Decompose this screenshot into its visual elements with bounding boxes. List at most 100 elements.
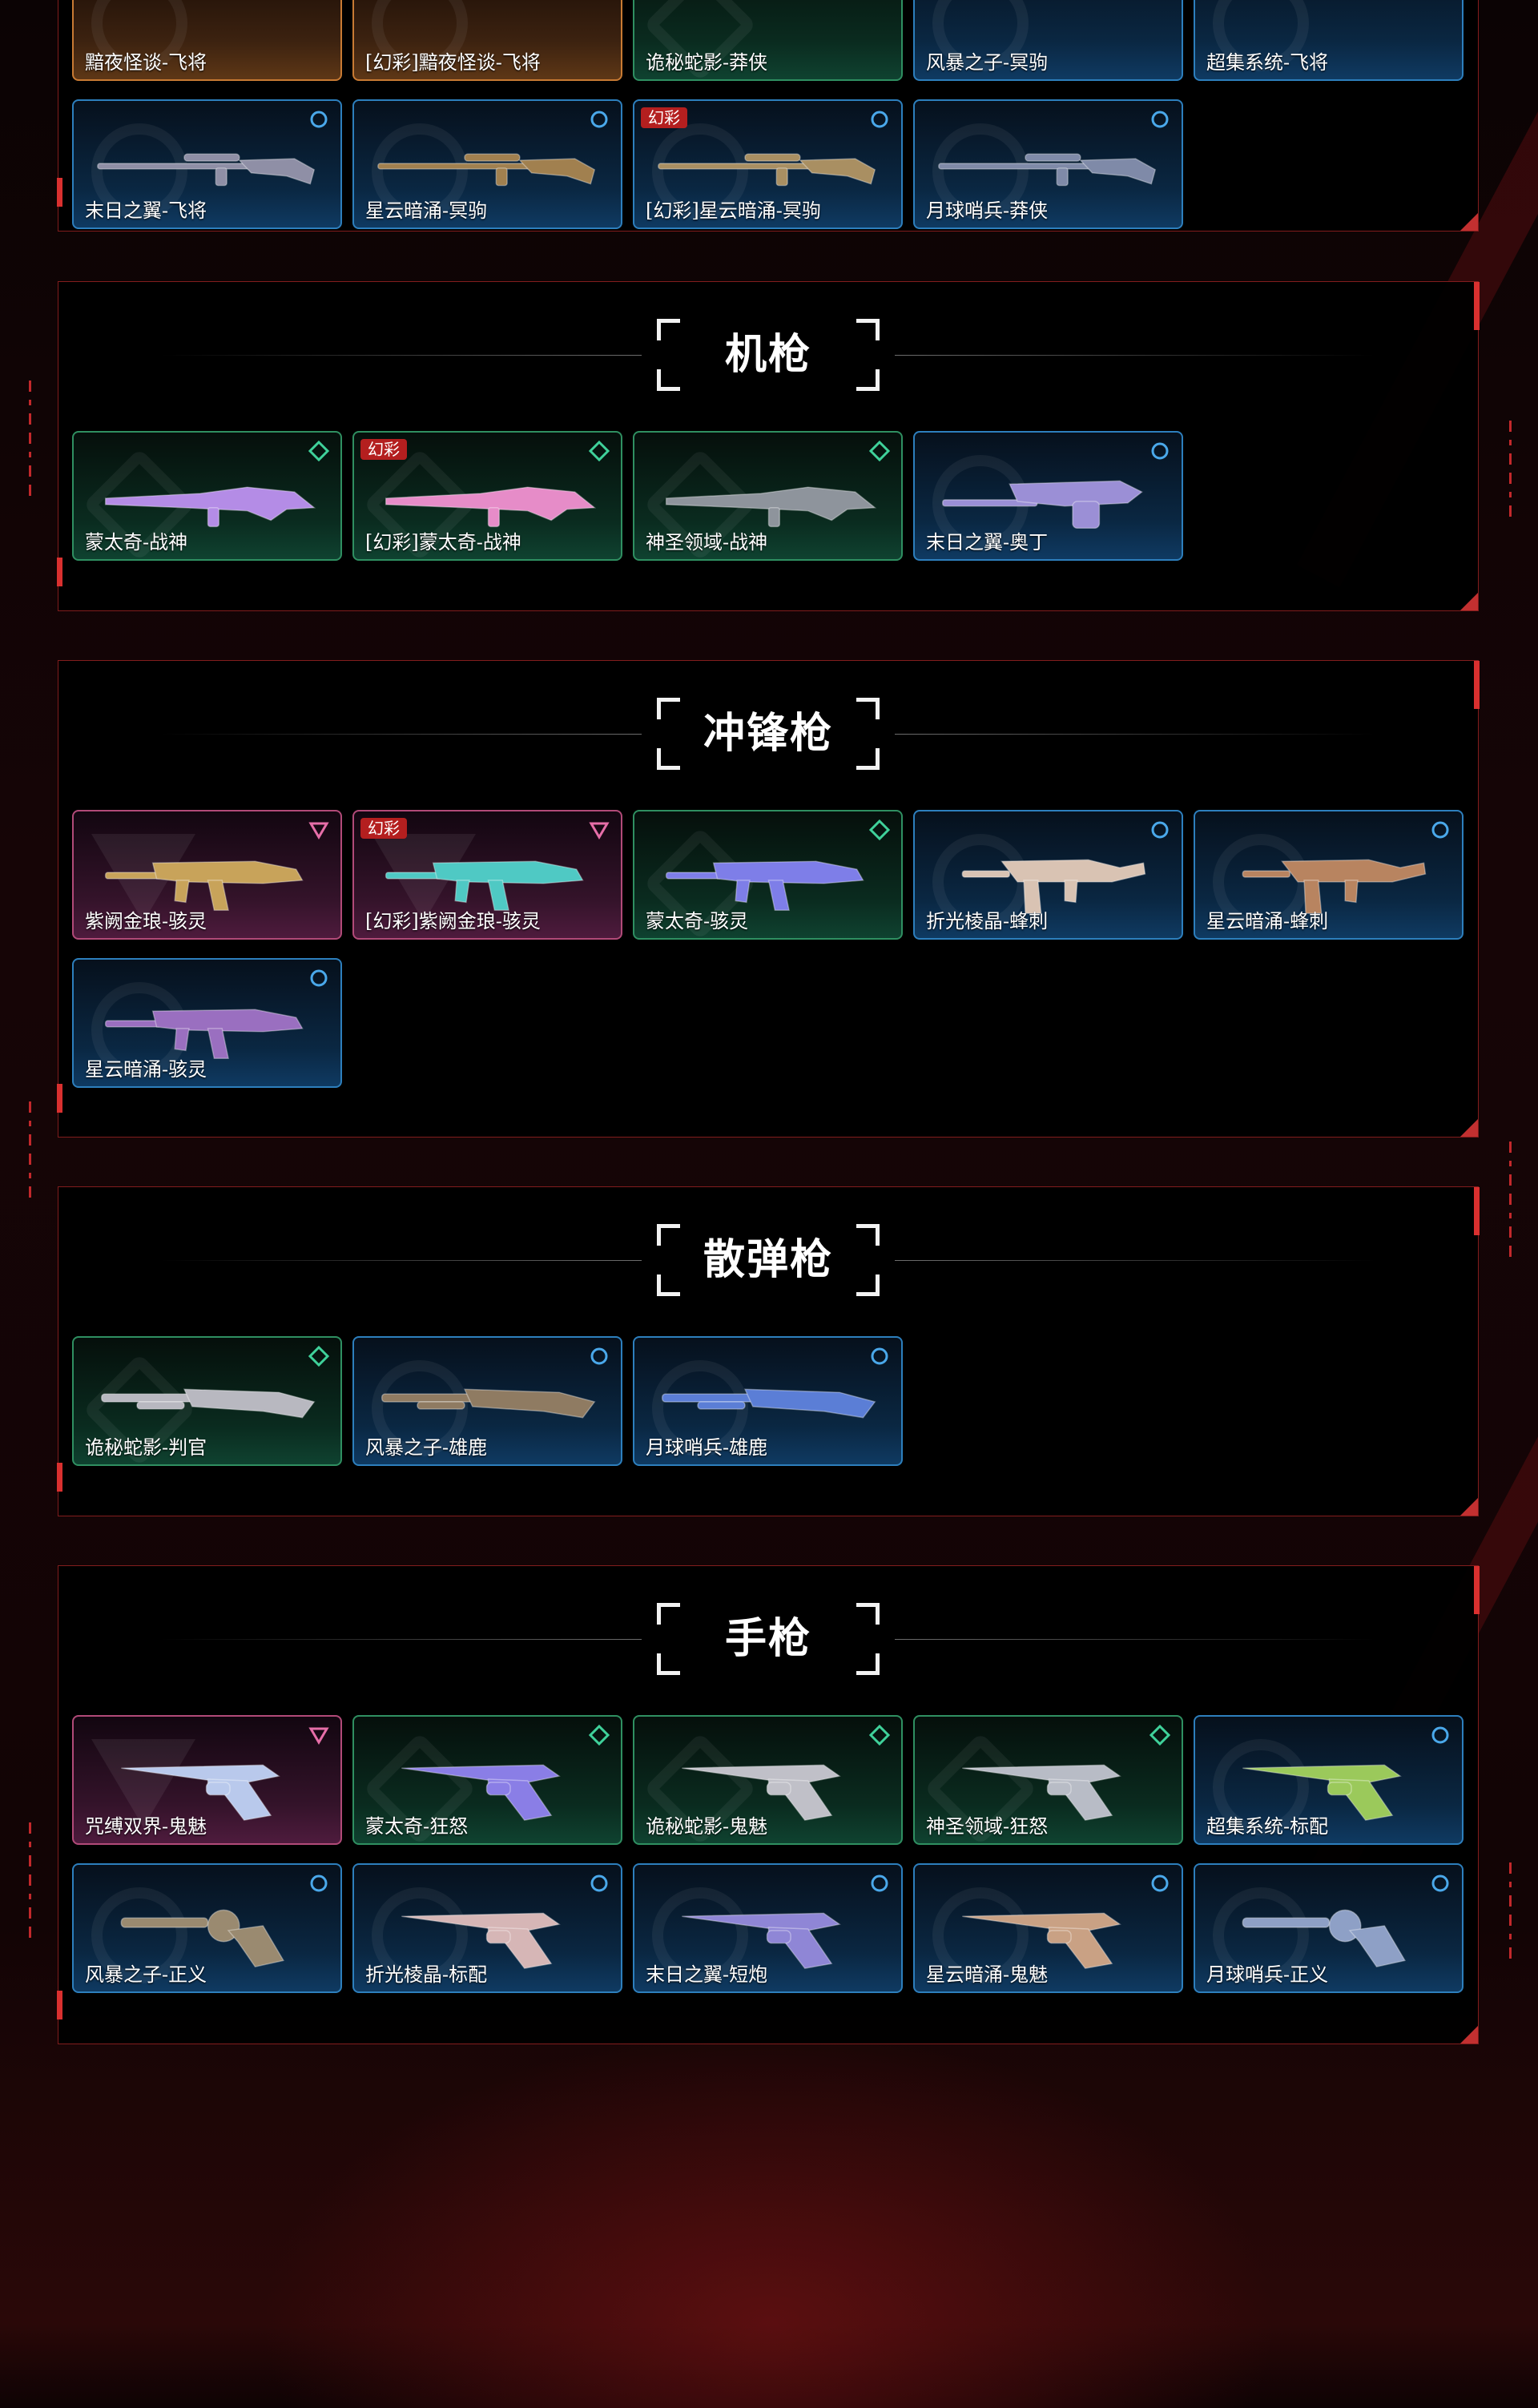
skin-card[interactable]: 月球哨兵-正义	[1194, 1863, 1464, 1993]
skin-card[interactable]: 风暴之子-正义	[72, 1863, 342, 1993]
skin-name: 超集系统-标配	[1206, 1815, 1329, 1838]
weapon-image	[401, 1912, 561, 1969]
title-bracket-frame	[657, 698, 880, 770]
skin-card[interactable]: 星云暗涌-冥驹	[352, 99, 622, 229]
skin-card[interactable]: 诡秘蛇影-判官	[72, 1336, 342, 1466]
tier-green-icon	[308, 441, 329, 461]
header-rule-right	[895, 355, 1375, 356]
skin-card[interactable]: 紫阙金琅-骇灵	[72, 810, 342, 940]
weapon-image	[1242, 1909, 1407, 1968]
skin-card[interactable]: 诡秘蛇影-莽侠	[633, 0, 903, 81]
skin-name: 诡秘蛇影-判官	[85, 1436, 207, 1459]
tier-green-icon	[869, 819, 890, 840]
title-bracket-frame	[657, 1603, 880, 1675]
skin-card[interactable]: 蒙太奇-狂怒	[352, 1715, 622, 1845]
panel-corner-mark	[1460, 2026, 1478, 2044]
tier-blue-icon	[1151, 111, 1169, 128]
skin-card[interactable]: 神圣领域-战神	[633, 431, 903, 561]
left-dash-ornament	[29, 381, 34, 504]
skin-card[interactable]: 蒙太奇-骇灵	[633, 810, 903, 940]
skin-card[interactable]: 神圣领域-狂怒	[913, 1715, 1183, 1845]
weapon-image	[377, 153, 596, 187]
weapon-image	[101, 1388, 316, 1419]
weapon-image	[682, 1764, 841, 1821]
variant-badge: 幻彩	[641, 107, 687, 128]
weapon-image	[381, 1388, 596, 1419]
skin-name: [幻彩]星云暗涌-冥驹	[646, 199, 821, 222]
variant-badge: 幻彩	[360, 439, 407, 460]
skin-card[interactable]: 诡秘蛇影-鬼魅	[633, 1715, 903, 1845]
skin-card[interactable]: 星云暗涌-鬼魅	[913, 1863, 1183, 1993]
section-title: 冲锋枪	[703, 709, 833, 758]
skin-card[interactable]: 超集系统-标配	[1194, 1715, 1464, 1845]
panel-accent-bar	[57, 558, 62, 586]
weapon-image	[401, 1764, 561, 1821]
header-rule-right	[895, 734, 1375, 735]
skin-card[interactable]: 风暴之子-雄鹿	[352, 1336, 622, 1466]
skin-card[interactable]: 月球哨兵-莽侠	[913, 99, 1183, 229]
skin-name: 咒缚双界-鬼魅	[85, 1815, 207, 1838]
skin-name: 风暴之子-冥驹	[926, 51, 1049, 74]
skin-name: 星云暗涌-冥驹	[365, 199, 488, 222]
skin-name: 月球哨兵-雄鹿	[646, 1436, 768, 1459]
tier-blue-icon	[1431, 821, 1449, 839]
skin-card[interactable]: 末日之翼-短炮	[633, 1863, 903, 1993]
skin-card[interactable]: 折光棱晶-标配	[352, 1863, 622, 1993]
skin-card[interactable]: 幻彩[幻彩]蒙太奇-战神	[352, 431, 622, 561]
skin-card[interactable]: 星云暗涌-骇灵	[72, 958, 342, 1088]
tier-green-icon	[589, 1725, 610, 1746]
section-sniper-panel: 黯夜怪谈-飞将[幻彩]黯夜怪谈-飞将诡秘蛇影-莽侠风暴之子-冥驹 超集系统-飞将末…	[57, 0, 1479, 232]
skin-name: 诡秘蛇影-鬼魅	[646, 1815, 768, 1838]
skin-card[interactable]: 咒缚双界-鬼魅	[72, 1715, 342, 1845]
skin-name: 神圣领域-狂怒	[926, 1815, 1049, 1838]
skin-name: 风暴之子-雄鹿	[365, 1436, 488, 1459]
skin-card[interactable]: 星云暗涌-蜂刺	[1194, 810, 1464, 940]
weapon-image	[97, 153, 316, 187]
skin-name: 紫阙金琅-骇灵	[85, 910, 207, 932]
tier-blue-icon	[590, 111, 608, 128]
panel-corner-mark	[1460, 1498, 1478, 1516]
section-title: 手枪	[724, 1614, 811, 1663]
section-header: 冲锋枪	[58, 698, 1478, 770]
skin-name: 折光棱晶-标配	[365, 1963, 488, 1986]
skin-card[interactable]: 超集系统-飞将	[1194, 0, 1464, 81]
skin-card[interactable]: 月球哨兵-雄鹿	[633, 1336, 903, 1466]
skin-card[interactable]: 黯夜怪谈-飞将	[72, 0, 342, 81]
tier-blue-icon	[871, 1347, 888, 1365]
skin-name: 蒙太奇-狂怒	[365, 1815, 469, 1838]
section-machinegun-panel: 机枪 蒙太奇-战神幻彩[幻彩]蒙太奇-战神神圣领域-战神末日之翼-奥丁	[57, 281, 1480, 611]
left-dash-ornament	[29, 1822, 34, 1946]
tier-blue-icon	[1151, 1874, 1169, 1892]
skin-card[interactable]: 蒙太奇-战神	[72, 431, 342, 561]
skin-name: 星云暗涌-鬼魅	[926, 1963, 1049, 1986]
section-smg-panel: 冲锋枪 紫阙金琅-骇灵幻彩[幻彩]紫阙金琅-骇灵蒙太奇-骇灵折光棱晶-蜂刺星云暗…	[57, 660, 1480, 1138]
skin-name: 月球哨兵-莽侠	[926, 199, 1049, 222]
weapon-image	[384, 486, 597, 528]
weapon-image	[1242, 1764, 1402, 1821]
skin-name: 月球哨兵-正义	[1206, 1963, 1329, 1986]
weapon-image	[938, 153, 1157, 187]
skin-card[interactable]: 幻彩[幻彩]紫阙金琅-骇灵	[352, 810, 622, 940]
skin-name: 蒙太奇-战神	[85, 531, 188, 554]
tier-pink-icon	[589, 822, 610, 840]
tier-blue-icon	[1431, 1726, 1449, 1744]
skin-name: 末日之翼-飞将	[85, 199, 207, 222]
weapon-image	[658, 153, 876, 187]
panel-accent-bar	[1474, 282, 1480, 330]
panel-corner-mark	[1460, 1119, 1478, 1137]
skin-card[interactable]: 风暴之子-冥驹	[913, 0, 1183, 81]
skin-card[interactable]: 末日之翼-奥丁	[913, 431, 1183, 561]
section-header: 散弹枪	[58, 1224, 1478, 1296]
skin-card[interactable]: 末日之翼-飞将	[72, 99, 342, 229]
weapon-image	[961, 859, 1146, 914]
weapon-image	[104, 1009, 304, 1059]
skin-card[interactable]: [幻彩]黯夜怪谈-飞将	[352, 0, 622, 81]
weapon-image	[121, 1764, 280, 1821]
skin-card[interactable]: 幻彩 [幻彩]星云暗涌-冥驹	[633, 99, 903, 229]
skin-name: 星云暗涌-骇灵	[85, 1058, 207, 1081]
skin-card[interactable]: 折光棱晶-蜂刺	[913, 810, 1183, 940]
tier-blue-icon	[590, 1347, 608, 1365]
section-title: 散弹枪	[703, 1235, 833, 1284]
tier-blue-icon	[871, 111, 888, 128]
tier-pink-icon	[308, 1727, 329, 1745]
